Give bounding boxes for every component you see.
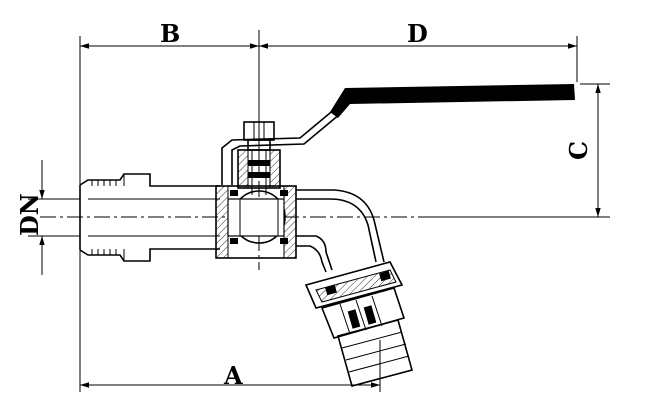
dimension-label-DN: DN bbox=[15, 193, 44, 236]
stem-bonnet bbox=[237, 149, 281, 195]
valve-body bbox=[215, 185, 297, 259]
lever-handle bbox=[221, 84, 575, 185]
dimension-label-C: C bbox=[564, 141, 593, 160]
spout-elbow bbox=[296, 189, 385, 273]
dimension-label-A: A bbox=[223, 361, 243, 390]
dimension-label-D: D bbox=[407, 19, 428, 48]
hose-connector bbox=[304, 261, 413, 387]
extension-lines bbox=[28, 30, 610, 392]
dimension-label-B: B bbox=[160, 19, 180, 48]
inlet-tube bbox=[79, 173, 220, 262]
